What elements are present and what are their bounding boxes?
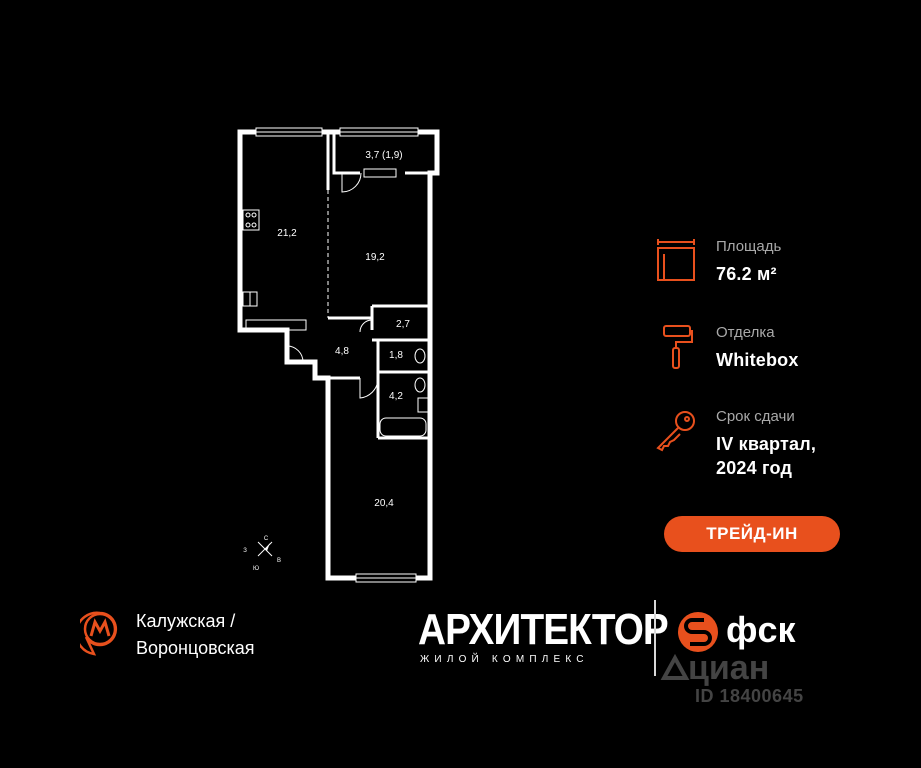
- room-area-label: 1,8: [389, 350, 403, 361]
- fsk-logo-icon: [678, 612, 718, 652]
- compass-icon: С Ю З В: [243, 536, 281, 572]
- room-area-label: 3,7 (1,9): [365, 150, 402, 161]
- compass-east: В: [277, 558, 281, 564]
- key-icon: [656, 411, 695, 452]
- metro-line-1: Калужская /: [136, 611, 236, 631]
- room-area-label: 2,7: [396, 319, 410, 330]
- trade-in-button[interactable]: ТРЕЙД-ИН: [664, 516, 840, 552]
- watermark-name: циан: [688, 649, 770, 687]
- paint-roller-icon: [663, 325, 693, 369]
- compass-north: С: [264, 536, 269, 542]
- room-area-label: 4,8: [335, 346, 349, 357]
- compass-south: Ю: [253, 566, 259, 572]
- room-area-icon: [657, 239, 695, 281]
- metro-line-2: Воронцовская: [136, 638, 255, 658]
- cian-logo-icon: [660, 653, 690, 680]
- metro-stations: Калужская / Воронцовская: [136, 608, 255, 662]
- divider: [654, 600, 656, 676]
- finish-value: Whitebox: [716, 350, 799, 370]
- windows: [255, 127, 419, 583]
- finish-label: Отделка: [716, 324, 775, 341]
- deadline-value-line1: IV квартал,: [716, 434, 817, 454]
- room-area-label: 19,2: [365, 252, 385, 263]
- area-label: Площадь: [716, 238, 782, 255]
- room-area-label: 21,2: [277, 228, 297, 239]
- area-value: 76.2 м²: [716, 264, 777, 284]
- room-area-label: 4,2: [389, 391, 403, 402]
- brand-subtitle: ЖИЛОЙ КОМПЛЕКС: [420, 654, 589, 665]
- brand-logo: АРХИТЕКТОР: [418, 605, 669, 654]
- kitchen-fixtures: [242, 209, 307, 331]
- doors: [286, 172, 379, 399]
- sanitary-fixtures: [379, 348, 429, 437]
- metro-icon: [80, 611, 118, 656]
- room-area-label: 20,4: [374, 498, 394, 509]
- deadline-value-line2: 2024 год: [716, 458, 793, 478]
- watermark-id: ID 18400645: [695, 686, 804, 706]
- deadline-label: Срок сдачи: [716, 408, 795, 425]
- compass-west: З: [243, 548, 247, 554]
- developer-name: фск: [726, 609, 796, 650]
